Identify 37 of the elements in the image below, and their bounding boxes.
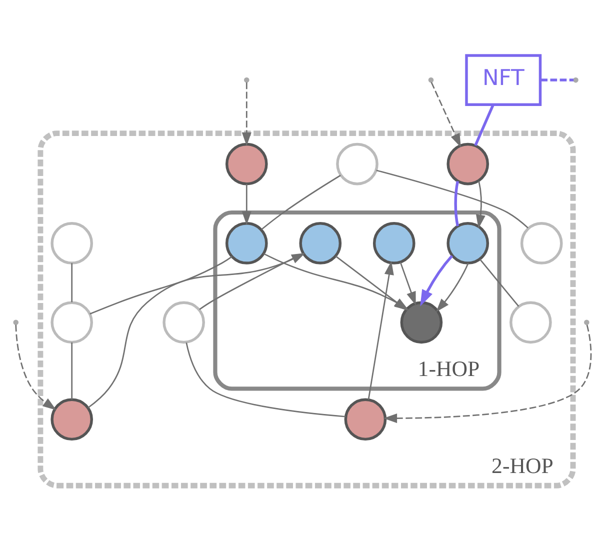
arrow (242, 82, 252, 146)
arrow (383, 324, 592, 424)
node-circle (446, 222, 490, 264)
connector (71, 342, 73, 400)
node-circle (225, 222, 268, 264)
node-circle (372, 222, 416, 264)
node-circle (225, 142, 268, 186)
arrow (88, 252, 306, 408)
connector (479, 258, 520, 307)
connector (90, 256, 232, 314)
arrow (420, 254, 454, 306)
connector (454, 180, 460, 226)
node-circle (520, 222, 563, 264)
node-circle (400, 301, 443, 344)
arrow (242, 184, 252, 226)
node-circle (336, 142, 378, 186)
node-circle (344, 398, 387, 441)
node-circle (299, 222, 342, 264)
connector (261, 174, 341, 230)
arrow (15, 324, 56, 410)
arrow (430, 82, 461, 148)
node-circle (510, 301, 552, 344)
arrow (368, 261, 394, 400)
node-circle (446, 142, 490, 186)
node-circle (50, 398, 94, 441)
connector (186, 342, 346, 418)
arrow (476, 180, 486, 228)
connector (540, 78, 574, 82)
node-circle (50, 301, 94, 344)
node-box: NFT (465, 54, 542, 106)
connector (71, 263, 73, 302)
arrow (436, 262, 469, 312)
node-circle (162, 301, 205, 344)
connector (376, 170, 528, 228)
arrow (400, 262, 416, 306)
node-circle (50, 222, 94, 264)
connector (474, 104, 494, 146)
